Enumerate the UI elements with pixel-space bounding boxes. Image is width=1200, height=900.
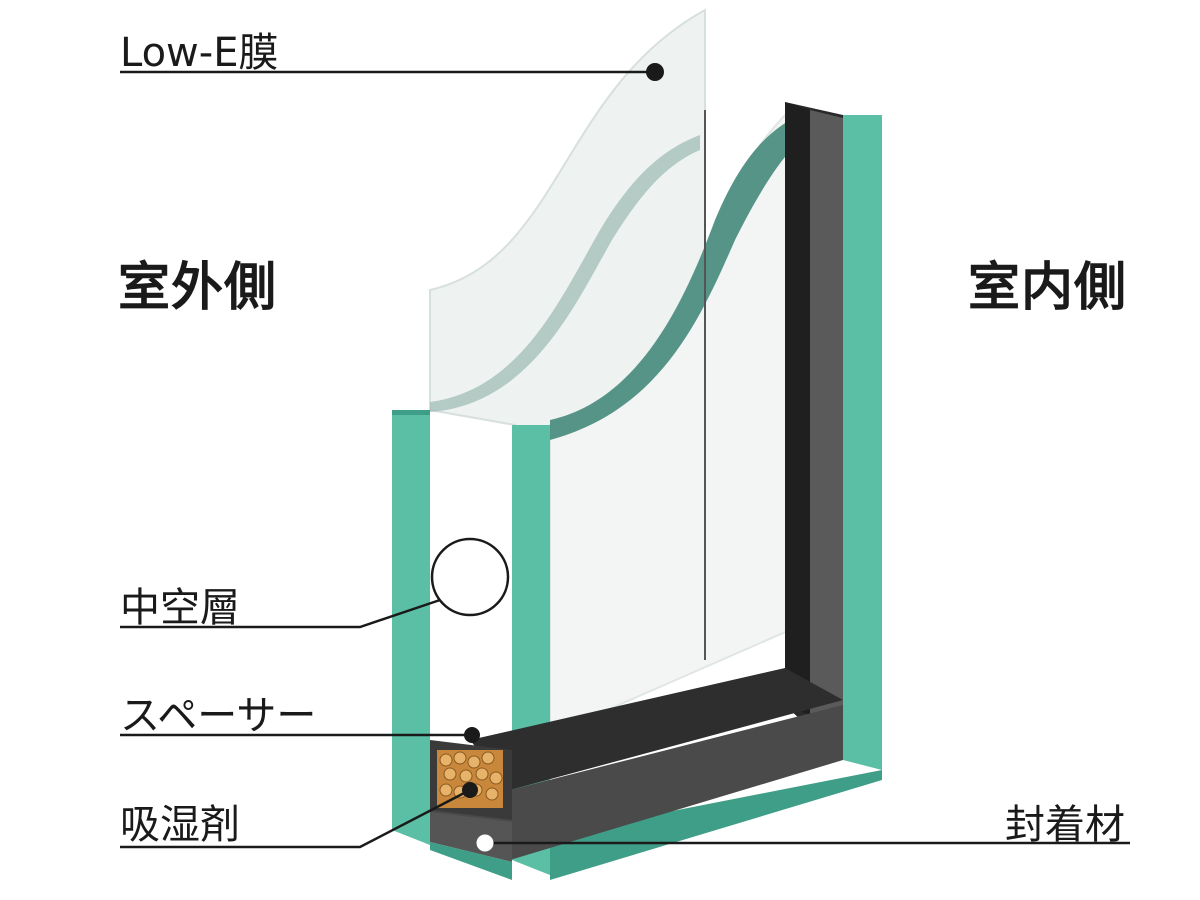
dot-spacer	[464, 727, 480, 743]
label-desiccant: 吸湿剤	[120, 802, 240, 848]
spacer-vertical-front	[785, 102, 810, 715]
leader-hollow	[120, 598, 441, 629]
label-low-e: Low-E膜	[120, 30, 279, 76]
outdoor-pane-edge-side	[392, 410, 430, 415]
leader-lines	[120, 70, 1130, 849]
indoor-pane-right-edge	[843, 115, 882, 770]
label-spacer: スペーサー	[120, 693, 317, 739]
hollow-layer-marker	[430, 537, 510, 617]
low-e-reflection	[430, 135, 700, 412]
dot-sealant	[476, 834, 494, 852]
label-hollow: 中空層	[120, 585, 240, 631]
label-indoor: 室内側	[968, 258, 1128, 318]
outdoor-pane-bottom	[430, 842, 512, 880]
label-sealant: 封着材	[1005, 802, 1125, 848]
sealant-horizontal	[430, 705, 843, 860]
sealant-vertical	[810, 110, 843, 760]
low-e-coating-band	[550, 120, 800, 440]
sealant-bottom	[430, 812, 512, 862]
leader-desiccant	[120, 788, 471, 849]
indoor-pane-right-edge-bottom	[550, 770, 882, 880]
spacer-horizontal	[470, 668, 843, 790]
dot-desiccant	[462, 782, 478, 798]
label-outdoor: 室外側	[118, 258, 278, 318]
dot-low-e	[646, 63, 664, 81]
outdoor-pane-edge	[392, 410, 430, 845]
